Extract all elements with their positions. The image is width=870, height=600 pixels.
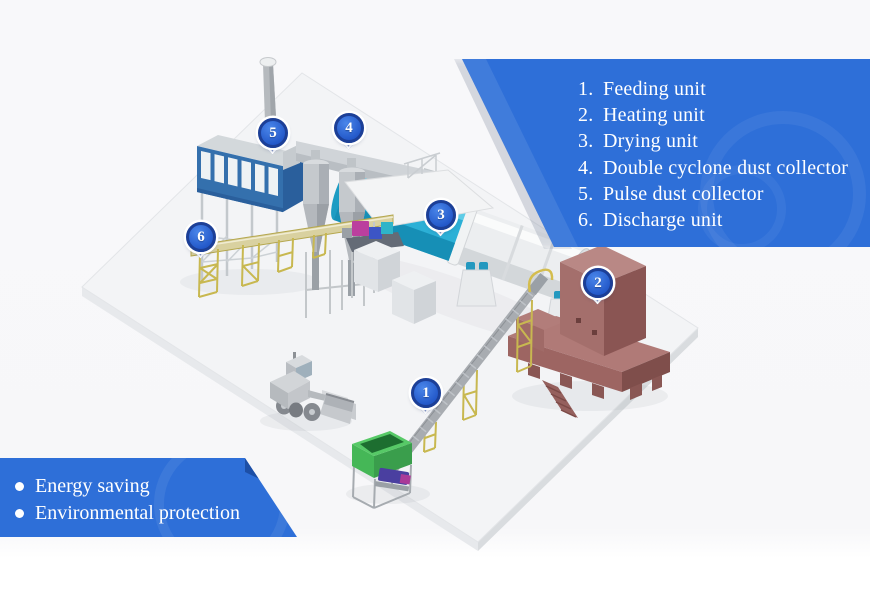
marker-pin-pulse-collector: 5 (255, 115, 291, 163)
feeding-unit (352, 268, 554, 509)
pin-head: 4 (334, 113, 364, 143)
bullet-icon (15, 482, 24, 491)
pin-head: 2 (583, 268, 613, 298)
legend-item-number: 4. (578, 156, 594, 179)
marker-pin-heating-unit: 2 (580, 265, 616, 313)
pulse-dust-collector (197, 135, 304, 283)
legend-item-number: 1. (578, 78, 594, 100)
legend-item-number: 2. (578, 104, 594, 127)
legend-item-feeding: 1. Feeding unit (578, 76, 848, 102)
marker-pin-discharge-unit: 6 (183, 219, 219, 267)
legend-item-number: 6. (578, 209, 594, 232)
legend-item-label: Heating unit (603, 104, 705, 127)
pin-head: 6 (186, 222, 216, 252)
pin-number: 6 (197, 228, 205, 245)
heating-unit (508, 245, 670, 418)
pin-number: 2 (594, 274, 602, 291)
legend-item-label: Discharge unit (603, 209, 723, 232)
pin-head: 1 (411, 378, 441, 408)
legend-item-drying: 3. Drying unit (578, 128, 848, 154)
marker-pin-feeding-unit: 1 (408, 375, 444, 423)
drum-drive-station (342, 221, 436, 324)
legend-item-discharge: 6. Discharge unit (578, 207, 848, 233)
legend-item-number: 3. (578, 130, 594, 153)
legend-list: 1. Feeding unit 2. Heating unit 3. Drying u… (578, 76, 848, 233)
pin-head: 3 (426, 200, 456, 230)
legend-item-label: Pulse dust collector (603, 182, 764, 205)
features-list: Energy saving Environmental protection (15, 473, 240, 527)
legend-item-label: Feeding unit (603, 78, 706, 100)
feature-label: Energy saving (35, 475, 150, 497)
marker-pin-drying-unit: 3 (423, 197, 459, 245)
feature-label: Environmental protection (35, 502, 240, 524)
pin-number: 1 (422, 384, 430, 401)
feature-item-environment: Environmental protection (15, 500, 240, 527)
pin-number: 4 (345, 119, 353, 136)
canopy-roof (344, 152, 495, 229)
feature-item-energy: Energy saving (15, 473, 240, 500)
legend-item-label: Drying unit (603, 130, 698, 153)
legend-item-label: Double cyclone dust collector (603, 156, 849, 179)
pin-head: 5 (258, 118, 288, 148)
bullet-icon (15, 509, 24, 518)
legend-item-cyclone: 4. Double cyclone dust collector (578, 155, 848, 181)
legend-item-number: 5. (578, 182, 594, 205)
pin-number: 3 (437, 206, 445, 223)
legend-item-heating: 2. Heating unit (578, 102, 848, 128)
watermark-logo (698, 165, 786, 247)
legend-item-pulse: 5. Pulse dust collector (578, 181, 848, 207)
marker-pin-cyclone-collector: 4 (331, 110, 367, 158)
pin-number: 5 (269, 124, 277, 141)
wheel-loader (270, 352, 356, 424)
